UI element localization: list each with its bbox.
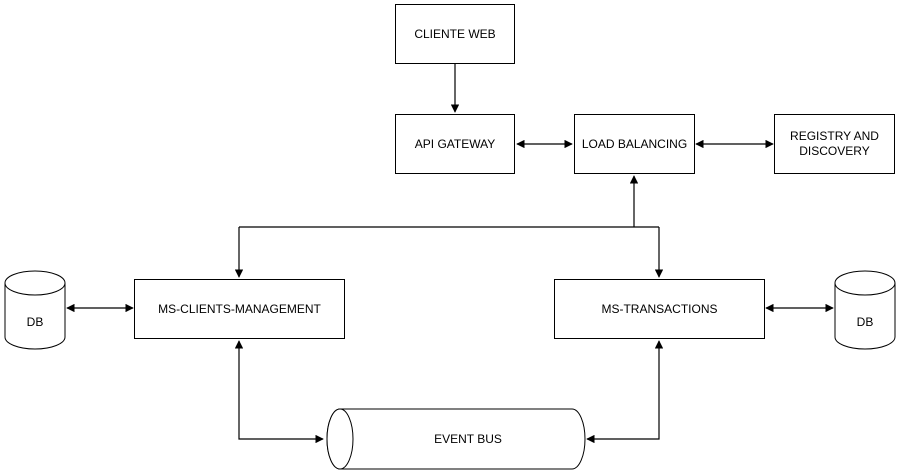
ms-clients-management-node: MS-CLIENTS-MANAGEMENT	[134, 279, 345, 339]
db-right-label: DB	[856, 314, 874, 329]
ms-transactions-label: MS-TRANSACTIONS	[601, 301, 718, 316]
cliente-web-label: CLIENTE WEB	[414, 26, 496, 41]
db-right-cylinder	[834, 270, 896, 350]
registry-label-line2: DISCOVERY	[799, 144, 870, 158]
edge-eventbus-mstransactions	[586, 340, 664, 444]
registry-discovery-node: REGISTRY AND DISCOVERY	[774, 114, 895, 174]
load-balancing-node: LOAD BALANCING	[574, 114, 695, 174]
event-bus-cylinder	[326, 408, 586, 470]
ms-clients-management-label: MS-CLIENTS-MANAGEMENT	[158, 301, 321, 316]
edge-msclients-eventbus	[234, 340, 324, 444]
db-left-label: DB	[26, 314, 44, 329]
event-bus-label: EVENT BUS	[434, 431, 502, 446]
cliente-web-node: CLIENTE WEB	[395, 4, 515, 64]
ms-transactions-node: MS-TRANSACTIONS	[554, 279, 765, 339]
load-balancing-label: LOAD BALANCING	[581, 136, 688, 151]
api-gateway-label: API GATEWAY	[414, 136, 496, 151]
api-gateway-node: API GATEWAY	[395, 114, 515, 174]
registry-label-line1: REGISTRY AND	[790, 129, 879, 143]
db-left-cylinder	[4, 270, 66, 350]
